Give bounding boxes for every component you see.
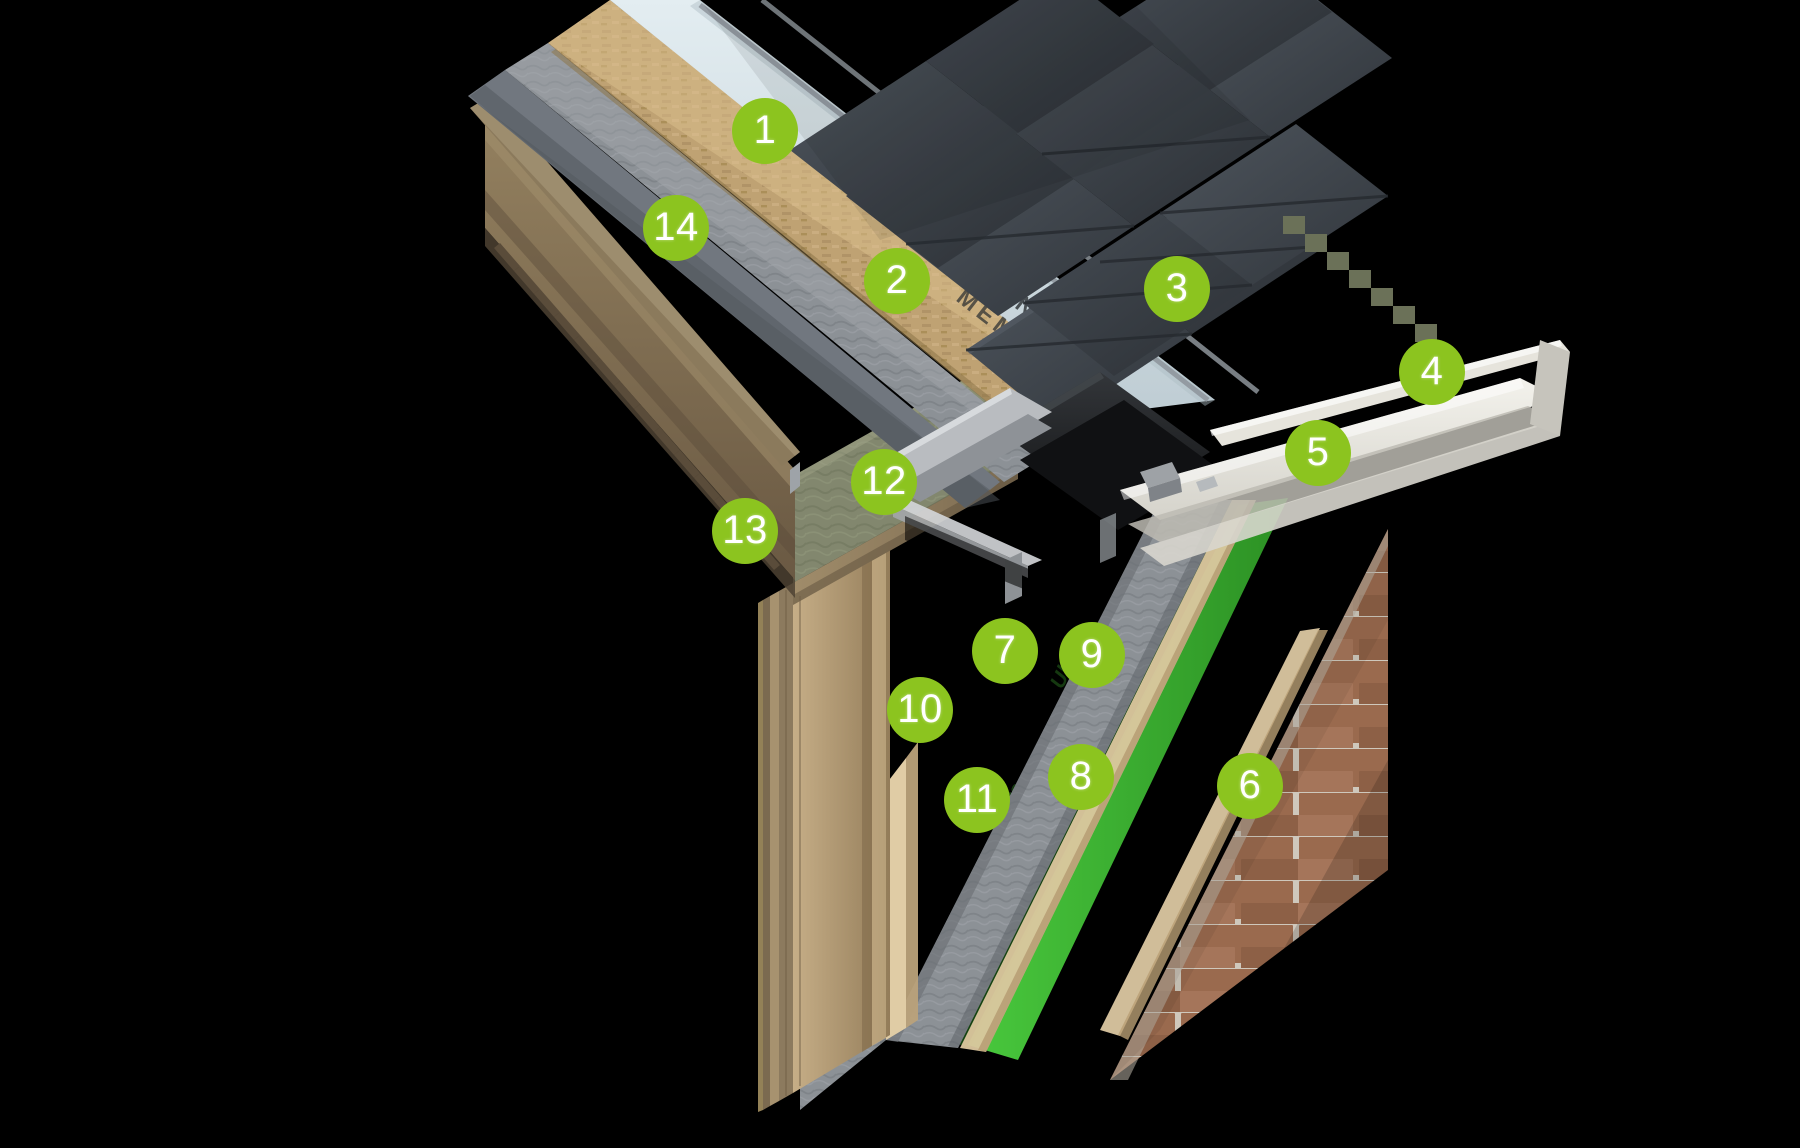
panel-left-edge-layers bbox=[758, 583, 793, 1112]
internal-lining-panel bbox=[793, 531, 890, 1093]
fascia-shadow-band bbox=[1128, 406, 1560, 542]
hotspot-marker-6[interactable]: 6 bbox=[1217, 753, 1283, 819]
hotspot-marker-label: 8 bbox=[1069, 754, 1093, 798]
hotspot-marker-8[interactable]: 8 bbox=[1048, 744, 1114, 810]
hotspot-marker-label: 10 bbox=[897, 687, 943, 731]
hotspot-marker-label: 13 bbox=[722, 508, 768, 552]
hotspot-marker-1[interactable]: 1 bbox=[732, 98, 798, 164]
eaves-assembly bbox=[1000, 340, 1570, 566]
wall-counter-batten bbox=[1100, 628, 1320, 1036]
hotspot-marker-2[interactable]: 2 bbox=[864, 248, 930, 314]
verge-trim bbox=[790, 462, 800, 494]
hotspot-marker-9[interactable]: 9 bbox=[1059, 622, 1125, 688]
hotspot-marker-label: 14 bbox=[653, 205, 699, 249]
hotspot-marker-label: 12 bbox=[861, 459, 907, 503]
hotspot-marker-12[interactable]: 12 bbox=[851, 449, 917, 515]
panel-detail-lines bbox=[785, 590, 801, 1096]
hotspot-marker-label: 6 bbox=[1238, 763, 1262, 807]
hotspot-marker-3[interactable]: 3 bbox=[1144, 256, 1210, 322]
tile-course-5 bbox=[790, 0, 1154, 222]
hotspot-marker-label: 1 bbox=[753, 108, 777, 152]
hotspot-marker-label: 2 bbox=[885, 258, 909, 302]
eaves-tray bbox=[880, 388, 1052, 502]
hotspot-marker-14[interactable]: 14 bbox=[643, 195, 709, 261]
verge-bargeboard bbox=[470, 96, 800, 598]
tile-step-cut bbox=[1283, 216, 1437, 342]
hotspot-marker-label: 7 bbox=[993, 628, 1017, 672]
roof-sarking-board bbox=[548, 0, 1120, 461]
hotspot-marker-7[interactable]: 7 bbox=[972, 618, 1038, 684]
hotspot-marker-label: 3 bbox=[1165, 266, 1189, 310]
eaves-shadow bbox=[905, 516, 1050, 600]
hotspot-marker-11[interactable]: 11 bbox=[944, 767, 1010, 833]
hotspot-marker-4[interactable]: 4 bbox=[1399, 339, 1465, 405]
hotspot-marker-label: 5 bbox=[1306, 430, 1330, 474]
eaves-brackets bbox=[1140, 462, 1218, 502]
hotspot-marker-5[interactable]: 5 bbox=[1285, 420, 1351, 486]
hotspot-marker-13[interactable]: 13 bbox=[712, 498, 778, 564]
roof-tiles bbox=[700, 0, 1392, 424]
roof-insulation-face bbox=[505, 43, 1048, 482]
roof-deck-underside bbox=[468, 70, 1000, 508]
bargeboard-face bbox=[485, 118, 795, 580]
hotspot-marker-label: 4 bbox=[1420, 349, 1444, 393]
fascia-end-profile bbox=[1530, 340, 1570, 436]
tile-course-4 bbox=[846, 0, 1332, 268]
hotspot-marker-10[interactable]: 10 bbox=[887, 677, 953, 743]
roof-insulation-layer bbox=[505, 43, 1048, 482]
timber-stud-a bbox=[886, 758, 906, 1040]
hotspot-marker-label: 9 bbox=[1080, 632, 1104, 676]
hotspot-marker-label: 11 bbox=[955, 777, 999, 821]
